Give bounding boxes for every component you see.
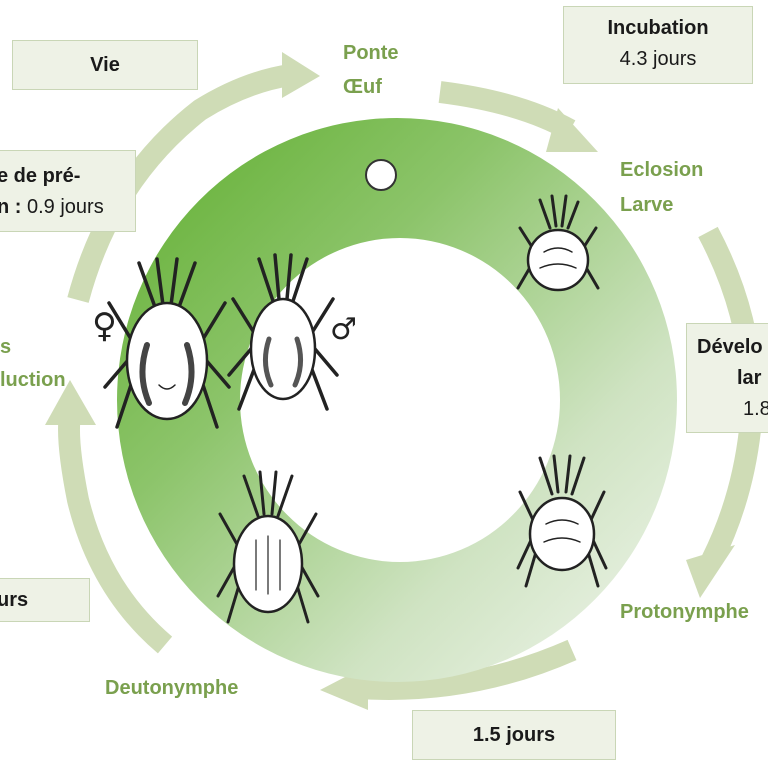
preponte-line2-label: n : [0, 196, 27, 218]
arrow-deutonymphe-to-adult [58, 413, 173, 654]
stage-left-partial-2: luction [0, 369, 66, 391]
developpement-line3: 1.8 [743, 398, 768, 420]
mite-male-icon [227, 253, 339, 411]
box-vie-label: Vie [90, 54, 120, 76]
cycle-arrows [58, 64, 763, 700]
arrowhead-adult [45, 380, 96, 425]
box-vie: Vie [12, 40, 198, 90]
box-bottom-duration: 1.5 jours [412, 710, 616, 760]
male-symbol: ♂ [330, 312, 357, 347]
arrow-protonymphe-to-deutonymphe [359, 639, 577, 700]
stage-protonymphe: Protonymphe [620, 601, 749, 623]
preponte-value: 0.9 jours [27, 196, 104, 218]
arrow-ponte-to-eclosion [438, 81, 576, 140]
stage-oeuf: Œuf [343, 76, 382, 98]
box-left-duration: urs [0, 578, 90, 622]
arrowhead-ponte [282, 52, 320, 98]
box-preponte: e de pré- n : 0.9 jours [0, 150, 136, 232]
mite-larva-icon [516, 194, 600, 292]
stage-eclosion: Eclosion [620, 159, 704, 181]
preponte-line1: e de pré- [0, 165, 81, 187]
arrowhead-eclosion [546, 108, 598, 152]
cycle-ring [117, 118, 677, 682]
stage-larve: Larve [620, 194, 674, 216]
incubation-value: 4.3 jours [619, 48, 697, 70]
developpement-line2: lar [737, 367, 762, 389]
incubation-title: Incubation [607, 17, 709, 39]
preponte-line2: n : 0.9 jours [0, 192, 135, 223]
mite-female-icon [103, 257, 231, 429]
developpement-line1: Dévelo [697, 336, 763, 358]
egg-icon [365, 159, 397, 191]
mite-deutonymph-icon [216, 470, 320, 624]
bottom-duration-value: 1.5 jours [472, 724, 556, 746]
arrow-heads [45, 52, 735, 710]
female-symbol: ♀ [92, 306, 117, 346]
box-developpement: Dévelo lar 1.8 [686, 323, 768, 433]
mite-protonymph-icon [516, 454, 608, 588]
stage-left-partial-1: s [0, 336, 12, 358]
box-incubation: Incubation 4.3 jours [563, 6, 753, 84]
stage-ponte: Ponte [343, 42, 399, 64]
stage-deutonymphe: Deutonymphe [105, 677, 239, 699]
arrow-adult-to-ponte [67, 64, 292, 303]
left-duration-value: urs [0, 589, 29, 611]
arrowhead-protonymphe [686, 545, 735, 598]
